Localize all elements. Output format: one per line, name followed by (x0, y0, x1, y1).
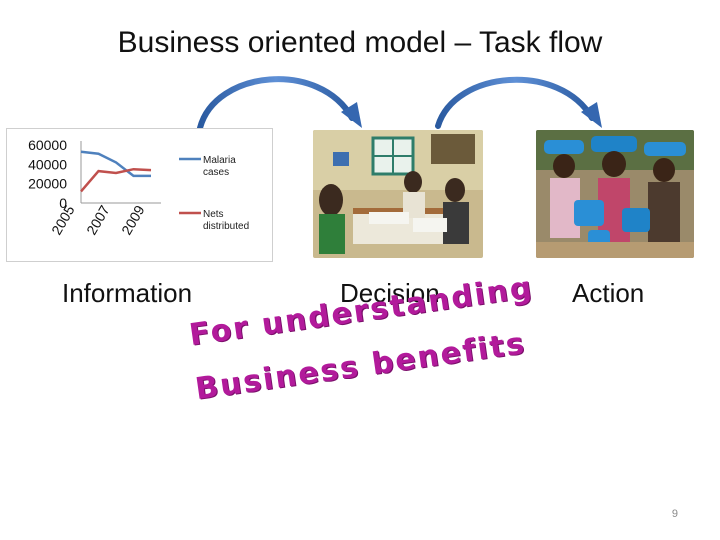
arrow-decision-to-action (435, 76, 602, 129)
x-tick-label: 2005 (48, 202, 78, 237)
y-tick-label: 40000 (28, 156, 67, 172)
stage-information-label: Information (62, 278, 193, 308)
y-tick-label: 60000 (28, 137, 67, 153)
legend-label: Malaria (203, 155, 236, 166)
legend-label: cases (203, 167, 229, 178)
series-line-2 (80, 167, 152, 193)
series-line-1 (80, 150, 151, 178)
page-number: 9 (671, 508, 678, 520)
arrow-information-to-decision (197, 76, 362, 131)
action-photo (536, 130, 694, 258)
stage-action-label: Action (572, 278, 645, 308)
y-tick-label: 0 (59, 195, 67, 211)
x-tick-label: 2007 (83, 202, 113, 237)
slide-title: Business oriented model – Task flow (117, 26, 603, 59)
legend-label: Nets (203, 209, 224, 220)
y-tick-label: 20000 (28, 176, 67, 192)
decision-photo (313, 130, 483, 258)
stage-decision-label: Decision (340, 278, 440, 308)
legend-label: distributed (203, 221, 249, 232)
x-tick-label: 2009 (118, 202, 148, 237)
